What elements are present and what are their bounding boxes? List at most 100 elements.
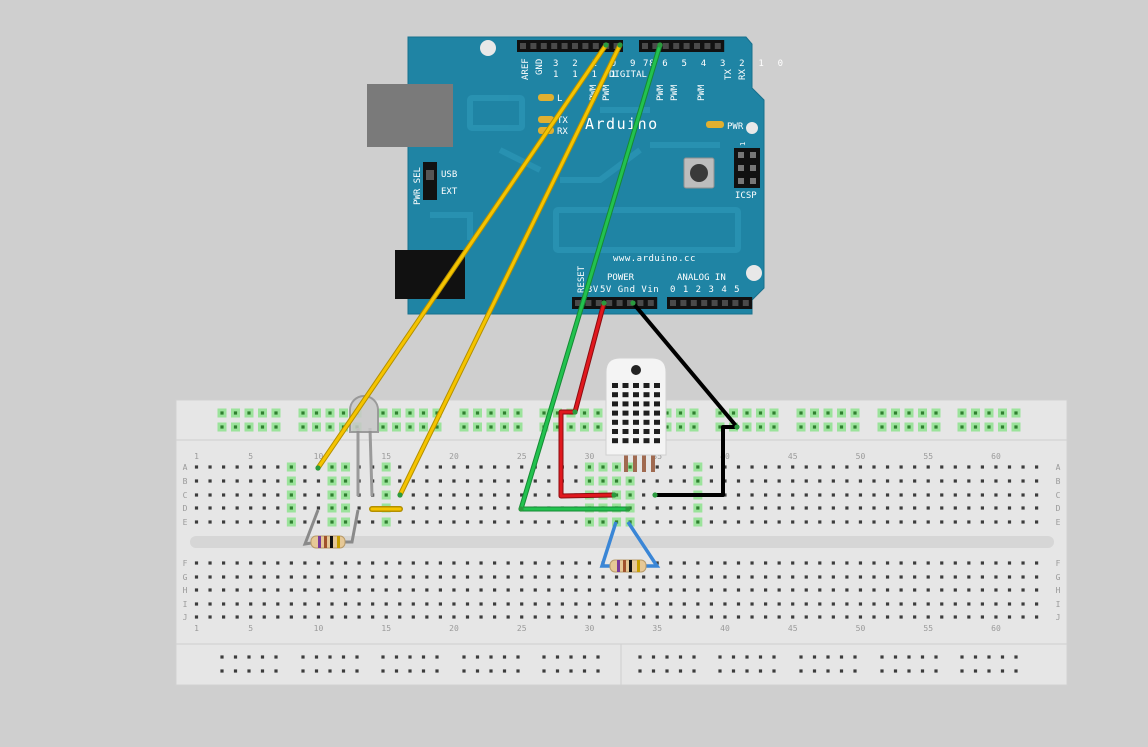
- header-pin: [616, 300, 623, 306]
- analog-in-label: ANALOG IN: [677, 273, 726, 283]
- breadboard-hole: [777, 615, 781, 619]
- breadboard-hole: [533, 479, 537, 483]
- grill-slot: [633, 438, 639, 444]
- digital-header-low: [639, 40, 725, 52]
- connected-hole-center: [973, 411, 978, 415]
- breadboard-hole: [601, 615, 605, 619]
- breadboard-hole: [858, 520, 863, 524]
- connected-hole-center: [314, 411, 319, 415]
- connected-hole-center: [220, 425, 224, 429]
- wire-endpoints: [315, 42, 740, 512]
- rail-hole: [960, 669, 964, 673]
- grill-slot: [633, 401, 639, 407]
- breadboard-hole: [913, 615, 917, 619]
- breadboard-hole: [994, 479, 998, 483]
- breadboard-hole: [655, 615, 659, 619]
- connected-hole-center: [596, 425, 600, 429]
- breadboard-hole: [980, 479, 984, 483]
- led-l-icon: [538, 94, 554, 101]
- rail-hole: [328, 669, 332, 673]
- breadboard-hole: [249, 602, 253, 606]
- breadboard-hole: [398, 602, 402, 606]
- breadboard-hole: [1007, 493, 1012, 497]
- breadboard-hole: [303, 506, 307, 510]
- rail-hole: [692, 655, 696, 659]
- breadboard-hole: [235, 575, 239, 579]
- breadboard-hole: [967, 602, 971, 606]
- breadboard-hole: [804, 465, 808, 469]
- breadboard-hole: [750, 575, 754, 579]
- breadboard-hole: [506, 506, 510, 510]
- breadboard-hole: [194, 588, 199, 592]
- breadboard-hole: [465, 575, 470, 579]
- breadboard-hole: [872, 493, 876, 497]
- connected-hole-center: [692, 425, 696, 429]
- connected-hole-center: [384, 479, 388, 483]
- breadboard-hole: [885, 520, 890, 524]
- rail-hole: [355, 669, 359, 673]
- breadboard-hole: [276, 520, 280, 524]
- breadboard-hole: [438, 561, 442, 565]
- breadboard-hole: [967, 561, 971, 565]
- column-number: 5: [248, 452, 253, 461]
- connected-hole-center: [696, 465, 700, 469]
- connected-hole-center: [880, 425, 884, 429]
- breadboard-hole: [493, 465, 497, 469]
- connected-hole-center: [665, 411, 669, 415]
- breadboard-hole: [479, 493, 483, 497]
- breadboard-hole: [899, 615, 903, 619]
- breadboard-hole: [194, 615, 199, 619]
- breadboard-hole: [303, 602, 307, 606]
- breadboard-hole: [465, 615, 470, 619]
- breadboard-hole: [506, 479, 510, 483]
- rail-hole: [274, 669, 278, 673]
- column-number: 10: [314, 624, 324, 633]
- led-pwr-label: PWR: [727, 122, 744, 132]
- breadboard-hole: [655, 520, 659, 524]
- breadboard-hole: [520, 479, 524, 483]
- pwm-label-5: PWM: [670, 84, 680, 101]
- breadboard-hole: [628, 602, 632, 606]
- breadboard-hole: [547, 561, 551, 565]
- breadboard-hole: [967, 506, 971, 510]
- breadboard-hole: [831, 506, 835, 510]
- usb-connector: [367, 84, 453, 147]
- header-pin: [683, 43, 690, 49]
- breadboard-hole: [222, 575, 226, 579]
- connected-hole-center: [381, 425, 385, 429]
- breadboard-hole: [574, 520, 578, 524]
- breadboard-hole: [818, 506, 822, 510]
- breadboard-hole: [845, 602, 849, 606]
- breadboard-hole: [723, 561, 727, 565]
- breadboard-hole: [709, 588, 713, 592]
- header-pin: [551, 43, 558, 49]
- breadboard-hole: [425, 465, 429, 469]
- rail-hole: [651, 669, 656, 673]
- pwm-label-3: PWM: [697, 84, 707, 101]
- breadboard-hole: [262, 493, 266, 497]
- connected-hole-center: [233, 411, 238, 415]
- breadboard-hole: [560, 575, 564, 579]
- rail-hole: [516, 655, 520, 659]
- breadboard-hole: [574, 588, 578, 592]
- mounting-hole: [746, 122, 758, 134]
- column-number: 55: [923, 624, 933, 633]
- breadboard-hole: [330, 602, 334, 606]
- wire-endpoint: [630, 300, 636, 306]
- rail-hole: [758, 669, 763, 673]
- grill-slot: [633, 429, 639, 434]
- breadboard-hole: [872, 520, 876, 524]
- breadboard-hole: [587, 575, 592, 579]
- breadboard-hole: [452, 479, 456, 483]
- grill-slot: [612, 392, 618, 398]
- breadboard-hole: [696, 561, 700, 565]
- rail-hole: [502, 669, 507, 673]
- breadboard-hole: [682, 479, 686, 483]
- breadboard-hole: [885, 575, 890, 579]
- breadboard-hole: [425, 479, 429, 483]
- rail-hole: [826, 669, 830, 673]
- breadboard-hole: [845, 615, 849, 619]
- breadboard-hole: [194, 479, 199, 483]
- wire-endpoint: [617, 42, 623, 48]
- breadboard-hole: [669, 615, 673, 619]
